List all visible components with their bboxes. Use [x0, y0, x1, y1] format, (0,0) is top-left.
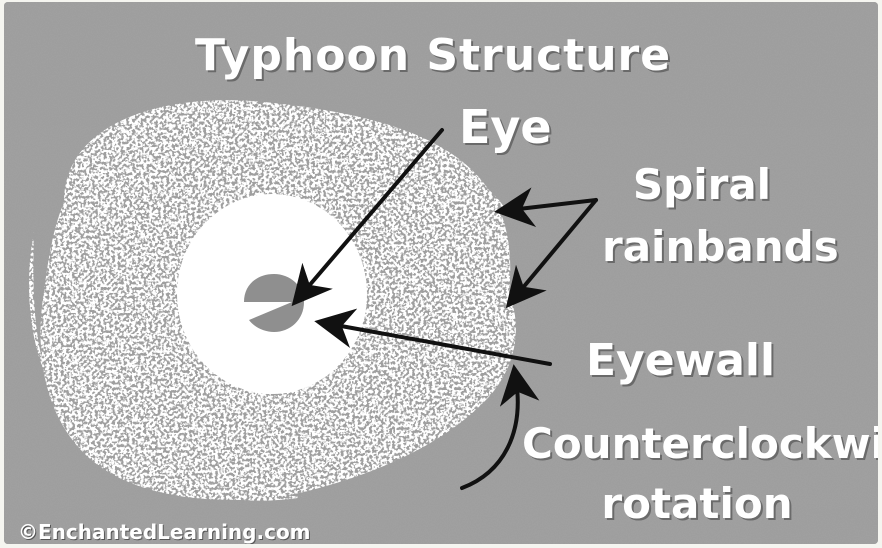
label-spiral-line1: Spiral [602, 154, 802, 216]
diagram-title: Typhoon Structure [4, 30, 878, 81]
copyright-text: ©EnchantedLearning.com [18, 520, 311, 544]
label-spiral-line2: rainbands [602, 216, 802, 278]
label-ccw-line2: rotation [522, 474, 872, 534]
label-ccw-line1: Counterclockwise [522, 414, 872, 474]
label-eyewall: Eyewall [586, 335, 775, 386]
label-spiral-rainbands: Spiral rainbands [602, 154, 802, 278]
label-eye: Eye [459, 100, 552, 154]
label-counterclockwise-rotation: Counterclockwise rotation [522, 414, 872, 534]
diagram-panel: Typhoon Structure Eye Spiral rainbands E… [4, 2, 878, 544]
